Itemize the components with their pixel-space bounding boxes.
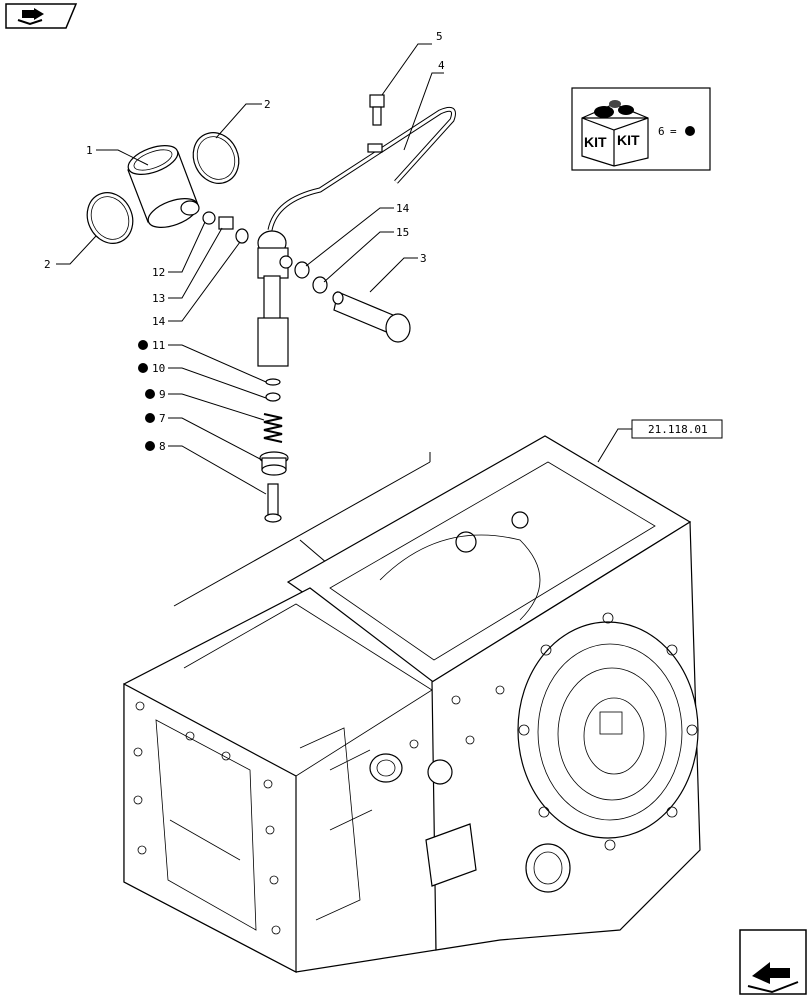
kit-label-left: KIT [584, 134, 607, 150]
callout-labels: 5 4 2 1 2 12 13 14 14 15 3 11 10 9 7 8 [44, 30, 445, 453]
kit-marker-7 [145, 413, 155, 423]
part-4-oil-pipe [267, 106, 456, 231]
callout-2-left: 2 [44, 258, 51, 271]
callout-8: 8 [159, 440, 166, 453]
callout-10: 10 [152, 362, 165, 375]
reference-label: 21.118.01 [597, 419, 723, 463]
book-arrow-icon [17, 8, 44, 26]
part-14-ring-a [235, 228, 249, 244]
part-8-pin [264, 483, 282, 523]
part-1-sleeve [127, 145, 200, 228]
kit-marker-9 [145, 389, 155, 399]
part-5-bolt [369, 94, 385, 126]
kit-dot-marker [685, 126, 695, 136]
part-2-ring-right [192, 132, 240, 184]
part-14-ring-b [294, 261, 310, 279]
part-2-ring-left [86, 192, 134, 244]
kit-marker-8 [145, 441, 155, 451]
previous-page-nav-button[interactable] [5, 3, 78, 29]
callout-5: 5 [436, 30, 443, 43]
callout-1: 1 [86, 144, 93, 157]
callout-14-right: 14 [396, 202, 410, 215]
kit-marker-10 [138, 363, 148, 373]
valve-body [257, 230, 293, 367]
part-9-spring [263, 413, 283, 443]
kit-label-right: KIT [617, 132, 640, 148]
transmission-housing [123, 435, 701, 973]
part-7-plug [259, 451, 289, 476]
part-13-bushing [218, 216, 234, 230]
part-11-clip [265, 378, 281, 386]
callout-13: 13 [152, 292, 165, 305]
callout-12: 12 [152, 266, 165, 279]
callout-4: 4 [438, 59, 445, 72]
part-3-spool [332, 291, 411, 343]
callout-11: 11 [152, 339, 165, 352]
callout-7: 7 [159, 412, 166, 425]
next-page-nav-button[interactable] [739, 929, 807, 995]
leader-lines [56, 43, 444, 495]
callout-3: 3 [420, 252, 427, 265]
kit-number: 6 [658, 125, 665, 138]
kit-legend: KIT KIT 6 = [571, 87, 711, 171]
callout-9: 9 [159, 388, 166, 401]
kit-box-icon: KIT KIT [581, 100, 649, 167]
part-10-washer [265, 392, 281, 402]
part-15-ring [312, 276, 328, 294]
kit-marker-11 [138, 340, 148, 350]
callout-15: 15 [396, 226, 409, 239]
part-12-ring [202, 211, 216, 225]
callout-14-left: 14 [152, 315, 166, 328]
book-arrow-icon [747, 962, 799, 994]
callout-2-top: 2 [264, 98, 271, 111]
reference-text: 21.118.01 [648, 423, 708, 436]
kit-equals: = [670, 125, 677, 138]
